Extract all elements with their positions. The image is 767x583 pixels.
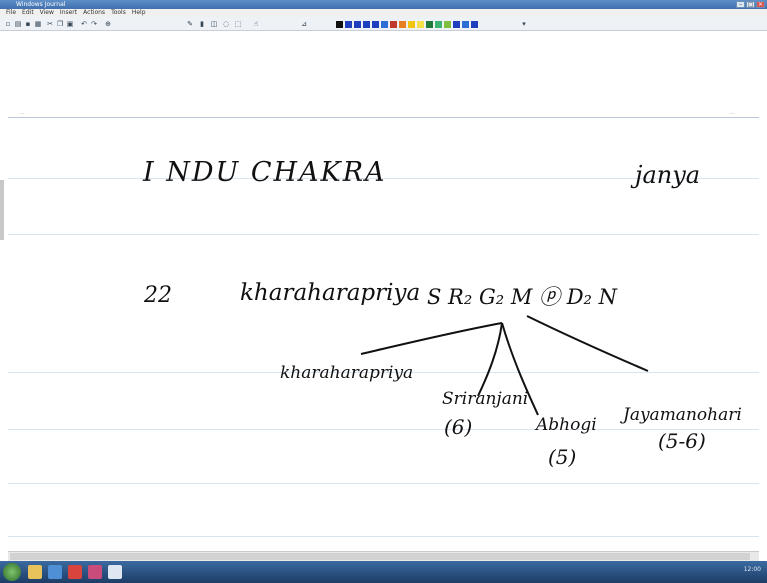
menu-bar: File Edit View Insert Actions Tools Help <box>0 9 767 17</box>
melakarta-number: 22 <box>144 283 172 308</box>
undo-icon[interactable]: ↶ <box>81 20 87 28</box>
note-page[interactable]: ··· ··· I NDU CHAKRA janya 22 kharaharap… <box>8 31 759 551</box>
rule-line <box>8 536 759 537</box>
color-swatch-15[interactable] <box>471 21 478 28</box>
journal-icon[interactable] <box>108 565 122 579</box>
branch-label-abhogi: Abhogi <box>536 415 597 435</box>
window-title: Windows Journal <box>16 1 66 8</box>
color-swatch-9[interactable] <box>417 21 424 28</box>
media-icon[interactable] <box>68 565 82 579</box>
maximize-button[interactable]: □ <box>746 1 755 8</box>
copy-icon[interactable]: ❐ <box>56 20 64 28</box>
color-swatch-3[interactable] <box>363 21 370 28</box>
rule-line <box>8 178 759 179</box>
menu-edit[interactable]: Edit <box>22 9 34 16</box>
branch-label-kharaharapriya: kharaharapriya <box>280 363 414 383</box>
color-swatch-0[interactable] <box>336 21 343 28</box>
color-swatch-6[interactable] <box>390 21 397 28</box>
cut-icon[interactable]: ✂ <box>47 20 53 28</box>
clock: 12:00 <box>743 566 761 573</box>
color-swatch-8[interactable] <box>408 21 415 28</box>
branch-label-jayamanohari: Jayamanohari <box>623 405 742 425</box>
window-controls: – □ × <box>736 1 765 8</box>
color-swatch-13[interactable] <box>453 21 460 28</box>
branch-count-jayamanohari: (5-6) <box>658 429 706 453</box>
minimize-button[interactable]: – <box>736 1 745 8</box>
horizontal-scrollbar[interactable] <box>8 551 759 561</box>
color-swatch-11[interactable] <box>435 21 442 28</box>
dropdown-icon[interactable]: ▾ <box>522 20 526 28</box>
close-button[interactable]: × <box>756 1 765 8</box>
explorer-icon[interactable] <box>28 565 42 579</box>
rule-line <box>8 483 759 484</box>
header-divider <box>8 117 759 118</box>
app-icon[interactable] <box>88 565 102 579</box>
color-swatch-10[interactable] <box>426 21 433 28</box>
menu-actions[interactable]: Actions <box>83 9 106 16</box>
menu-help[interactable]: Help <box>131 9 146 16</box>
start-button[interactable] <box>3 563 21 581</box>
menu-tools[interactable]: Tools <box>111 9 126 16</box>
color-swatch-12[interactable] <box>444 21 451 28</box>
lasso-icon[interactable]: ◌ <box>222 20 230 28</box>
menu-insert[interactable]: Insert <box>59 9 78 16</box>
rule-line <box>8 372 759 373</box>
pen-icon[interactable]: ✎ <box>187 20 193 28</box>
new-page-icon[interactable]: ▫ <box>5 20 11 28</box>
color-swatch-7[interactable] <box>399 21 406 28</box>
color-swatch-2[interactable] <box>354 21 361 28</box>
page-edge-grip[interactable] <box>0 180 4 240</box>
raga-name: kharaharapriya <box>240 280 421 306</box>
branch-count-sriranjani: (6) <box>444 415 473 439</box>
hand-icon[interactable]: ☝ <box>253 20 259 28</box>
scrollbar-thumb[interactable] <box>10 553 750 560</box>
toolbar: ▫ ▤ ▪ ▦ ✂ ❐ ▣ ↶ ↷ ⊕ ✎ ▮ ◫ ◌ ⬚ ☝ ⊿ ▾ <box>0 17 767 31</box>
selection-icon[interactable]: ⬚ <box>234 20 242 28</box>
save-icon[interactable]: ▪ <box>25 20 31 28</box>
janya-label: janya <box>635 161 701 189</box>
page-corner-mark-right: ··· <box>730 111 735 117</box>
redo-icon[interactable]: ↷ <box>91 20 97 28</box>
menu-view[interactable]: View <box>39 9 54 16</box>
highlighter-icon[interactable]: ▮ <box>200 20 204 28</box>
title-bar: Windows Journal – □ × <box>0 0 767 9</box>
menu-file[interactable]: File <box>6 9 17 16</box>
color-swatch-4[interactable] <box>372 21 379 28</box>
taskbar: 12:00 <box>0 561 767 583</box>
eraser-icon[interactable]: ◫ <box>210 20 218 28</box>
color-swatch-5[interactable] <box>381 21 388 28</box>
ie-icon[interactable] <box>48 565 62 579</box>
branch-label-sriranjani: Sriranjani <box>442 389 529 409</box>
print-icon[interactable]: ▦ <box>34 20 42 28</box>
scale-notes: S R₂ G₂ M ⓟ D₂ N <box>427 285 617 309</box>
branch-count-abhogi: (5) <box>548 445 577 469</box>
page-corner-mark-left: ··· <box>20 111 25 117</box>
rule-line <box>8 234 759 235</box>
open-icon[interactable]: ▤ <box>14 20 22 28</box>
color-swatch-14[interactable] <box>462 21 469 28</box>
zoom-icon[interactable]: ⊕ <box>105 20 111 28</box>
branch-lines <box>360 315 649 416</box>
pointer-icon[interactable]: ⊿ <box>301 20 307 28</box>
rule-line <box>8 429 759 430</box>
paste-icon[interactable]: ▣ <box>66 20 74 28</box>
note-title: I NDU CHAKRA <box>143 157 387 188</box>
color-swatch-1[interactable] <box>345 21 352 28</box>
